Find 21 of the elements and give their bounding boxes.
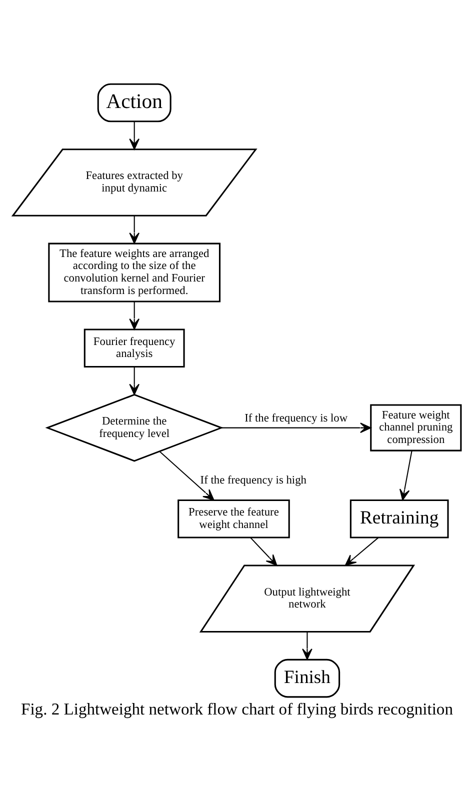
arrow [129, 121, 140, 150]
node-box: Finish [274, 658, 340, 698]
arrow [302, 632, 312, 660]
node-box: Feature weight channel pruning compression [370, 404, 462, 452]
node-box: Fourier frequency analysis [84, 328, 185, 368]
edge-label: If the frequency is low [244, 412, 348, 424]
node-diamond: Determine the frequency level [45, 394, 224, 462]
arrow [344, 537, 379, 566]
arrow [129, 216, 140, 244]
arrow [129, 366, 140, 396]
arrow [399, 450, 412, 501]
arrow [222, 422, 372, 433]
node-box: Action [97, 83, 172, 122]
arrow [129, 302, 140, 330]
edge-label: If the frequency is high [200, 474, 306, 486]
arrow [159, 451, 214, 500]
caption: Fig. 2 Lightweight network flow chart of flying birds recognition [21, 699, 453, 718]
node-box: Retraining [350, 500, 449, 538]
node-box: Preserve the feature weight channel [178, 500, 290, 538]
node-box: The feature weights are arranged according to the size of the convolution kernel and Fourier transform is performed. [48, 242, 221, 302]
arrow [250, 537, 278, 566]
